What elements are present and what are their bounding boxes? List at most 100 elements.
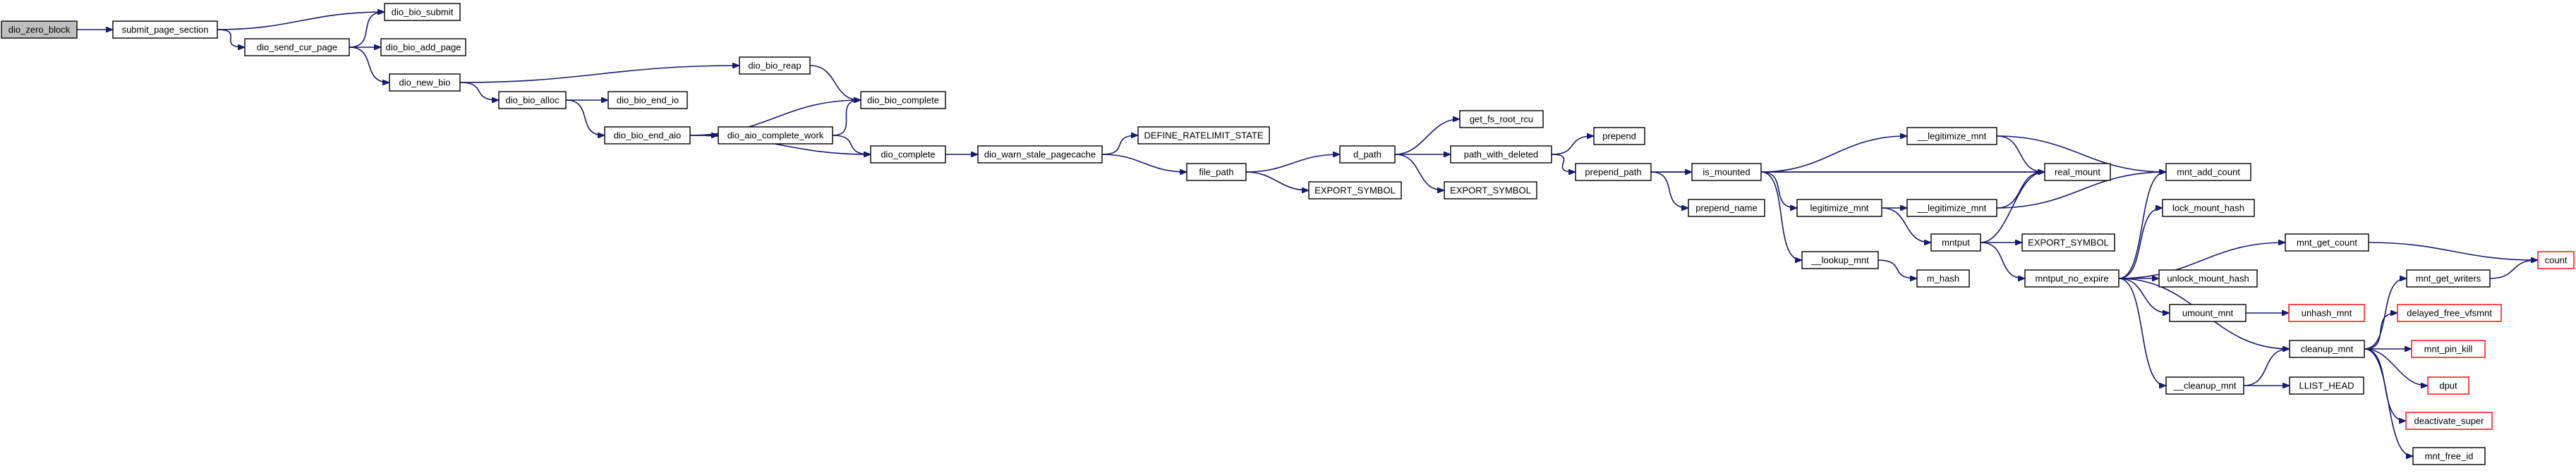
edge-dio-warn-stale-pagecache-to-file-path bbox=[1101, 154, 1186, 172]
node-count[interactable]: count bbox=[2537, 251, 2575, 269]
node-label: dio_send_cur_page bbox=[257, 42, 337, 53]
node-export-symbol-2[interactable]: EXPORT_SYMBOL bbox=[1444, 181, 1537, 199]
edge-dio-bio-reap-to-dio-bio-complete bbox=[809, 65, 860, 100]
node-dio-bio-end-io[interactable]: dio_bio_end_io bbox=[607, 91, 688, 109]
node-cleanup-mnt[interactable]: cleanup_mnt bbox=[2289, 340, 2365, 358]
edges-layer bbox=[77, 12, 2537, 456]
node-dio-bio-complete[interactable]: dio_bio_complete bbox=[860, 91, 946, 109]
node-box bbox=[2165, 163, 2251, 181]
node-define-ratelimit-state[interactable]: DEFINE_RATELIMIT_STATE bbox=[1137, 126, 1270, 145]
node-box bbox=[1444, 181, 1537, 199]
node-box bbox=[1801, 251, 1879, 269]
node-box bbox=[739, 56, 811, 75]
node-umount-mnt[interactable]: umount_mnt bbox=[2169, 304, 2247, 322]
edge-submit-page-section-to-dio-bio-submit bbox=[217, 12, 384, 30]
node-label: EXPORT_SYMBOL bbox=[2028, 238, 2109, 248]
node-lock-mount-hash[interactable]: lock_mount_hash bbox=[2162, 199, 2255, 217]
node-label: dio_bio_alloc bbox=[506, 95, 560, 106]
node-dput[interactable]: dput bbox=[2427, 376, 2469, 395]
node-box bbox=[2162, 199, 2255, 217]
node-box bbox=[2412, 447, 2486, 465]
node-m-hash[interactable]: m_hash bbox=[1916, 269, 1970, 288]
node-label: dio_bio_end_io bbox=[617, 95, 679, 106]
edge-mntput-no-expire-to-lock-mount-hash bbox=[2118, 208, 2162, 279]
node-deactivate-super[interactable]: deactivate_super bbox=[2405, 412, 2493, 430]
node-dio-complete[interactable]: dio_complete bbox=[870, 145, 946, 164]
node-box bbox=[2044, 163, 2111, 181]
edge-mnt-get-count-to-count bbox=[2368, 242, 2537, 260]
node-dio-warn-stale-pagecache[interactable]: dio_warn_stale_pagecache bbox=[977, 145, 1103, 164]
node-box bbox=[2289, 376, 2364, 395]
node-dio-zero-block[interactable]: dio_zero_block bbox=[1, 20, 78, 39]
edge-path-with-deleted-to-prepend-path bbox=[1551, 154, 1575, 172]
node-prepend[interactable]: prepend bbox=[1593, 127, 1645, 145]
node-mntput-no-expire[interactable]: mntput_no_expire bbox=[2024, 269, 2120, 288]
node-label: mntput_no_expire bbox=[2035, 274, 2108, 284]
node-delayed-free-vfsmnt[interactable]: delayed_free_vfsmnt bbox=[2397, 304, 2502, 322]
node-path-with-deleted[interactable]: path_with_deleted bbox=[1450, 145, 1552, 164]
node-unlock-mount-hash[interactable]: unlock_mount_hash bbox=[2158, 269, 2258, 288]
node-label: d_path bbox=[1353, 149, 1381, 160]
node-box bbox=[1691, 163, 1762, 181]
edge-prepend-path-to-prepend-name bbox=[1650, 171, 1688, 208]
node-prepend-name[interactable]: prepend_name bbox=[1688, 199, 1765, 217]
node-box bbox=[718, 126, 833, 145]
node-box bbox=[2024, 269, 2120, 288]
node-submit-page-section[interactable]: submit_page_section bbox=[112, 20, 218, 39]
node-llist-head[interactable]: LLIST_HEAD bbox=[2289, 376, 2364, 395]
node-unhash-mnt[interactable]: unhash_mnt bbox=[2288, 304, 2365, 322]
node-mnt-get-writers[interactable]: mnt_get_writers bbox=[2406, 269, 2491, 288]
node-dio-bio-submit[interactable]: dio_bio_submit bbox=[384, 3, 461, 21]
node-box bbox=[977, 145, 1103, 164]
node-box bbox=[112, 20, 218, 39]
node-box bbox=[1916, 269, 1970, 288]
node-box bbox=[2405, 412, 2493, 430]
node-mntput[interactable]: mntput bbox=[1930, 233, 1981, 252]
node-real-mount[interactable]: real_mount bbox=[2044, 163, 2111, 181]
edge-dio-new-bio-to-dio-bio-alloc bbox=[459, 82, 498, 100]
node-label: count bbox=[2545, 255, 2568, 266]
node-legitimize-mnt[interactable]: legitimize_mnt bbox=[1796, 199, 1882, 217]
node-label: m_hash bbox=[1927, 274, 1959, 284]
node-get-fs-root-rcu[interactable]: get_fs_root_rcu bbox=[1459, 110, 1544, 128]
node-label: mnt_add_count bbox=[2177, 167, 2240, 178]
node-dio-new-bio[interactable]: dio_new_bio bbox=[389, 73, 461, 92]
node-legitimize-mnt-b[interactable]: __legitimize_mnt bbox=[1906, 199, 1997, 217]
node-is-mounted[interactable]: is_mounted bbox=[1691, 163, 1762, 181]
node-export-symbol-1[interactable]: EXPORT_SYMBOL bbox=[1308, 181, 1402, 199]
node-box bbox=[1339, 145, 1396, 164]
node-label: dio_new_bio bbox=[399, 78, 450, 88]
edge-mntput-to-real-mount bbox=[1980, 172, 2044, 243]
node-d-path[interactable]: d_path bbox=[1339, 145, 1396, 164]
node-dio-bio-alloc[interactable]: dio_bio_alloc bbox=[498, 91, 567, 109]
node-label: unhash_mnt bbox=[2302, 308, 2352, 319]
node-dio-bio-end-aio[interactable]: dio_bio_end_aio bbox=[604, 126, 691, 145]
node-dio-bio-add-page[interactable]: dio_bio_add_page bbox=[380, 38, 466, 56]
node-label: __legitimize_mnt bbox=[1917, 203, 1987, 214]
edge-dio-send-cur-page-to-dio-new-bio bbox=[349, 47, 389, 82]
edge-d-path-to-get-fs-root-rcu bbox=[1394, 119, 1459, 155]
node-legitimize-mnt-a[interactable]: __legitimize_mnt bbox=[1906, 127, 1997, 145]
node-dio-bio-reap[interactable]: dio_bio_reap bbox=[739, 56, 811, 75]
node-file-path[interactable]: file_path bbox=[1186, 163, 1247, 181]
node-box bbox=[1906, 127, 1997, 145]
node-label: mnt_get_count bbox=[2297, 238, 2357, 248]
node-dio-aio-complete-work[interactable]: dio_aio_complete_work bbox=[718, 126, 833, 145]
node-label: lock_mount_hash bbox=[2172, 203, 2244, 214]
node-label: unlock_mount_hash bbox=[2167, 274, 2249, 284]
node-box bbox=[2397, 304, 2502, 322]
edge-mntput-no-expire-to-umount-mnt bbox=[2118, 278, 2169, 313]
node-mnt-pin-kill[interactable]: mnt_pin_kill bbox=[2411, 340, 2486, 358]
node-label: dio_zero_block bbox=[8, 25, 71, 35]
node-mnt-get-count[interactable]: mnt_get_count bbox=[2285, 233, 2369, 252]
node-mnt-add-count[interactable]: mnt_add_count bbox=[2165, 163, 2251, 181]
node-prepend-path[interactable]: prepend_path bbox=[1575, 163, 1652, 181]
node-cleanup-mnt[interactable]: __cleanup_mnt bbox=[2165, 376, 2244, 395]
node-mnt-free-id[interactable]: mnt_free_id bbox=[2412, 447, 2486, 465]
node-label: prepend_name bbox=[1695, 203, 1757, 214]
node-label: dio_warn_stale_pagecache bbox=[984, 149, 1096, 160]
node-box bbox=[1796, 199, 1882, 217]
node-dio-send-cur-page[interactable]: dio_send_cur_page bbox=[244, 38, 350, 56]
node-lookup-mnt[interactable]: __lookup_mnt bbox=[1801, 251, 1879, 269]
node-export-symbol-3[interactable]: EXPORT_SYMBOL bbox=[2021, 233, 2115, 252]
